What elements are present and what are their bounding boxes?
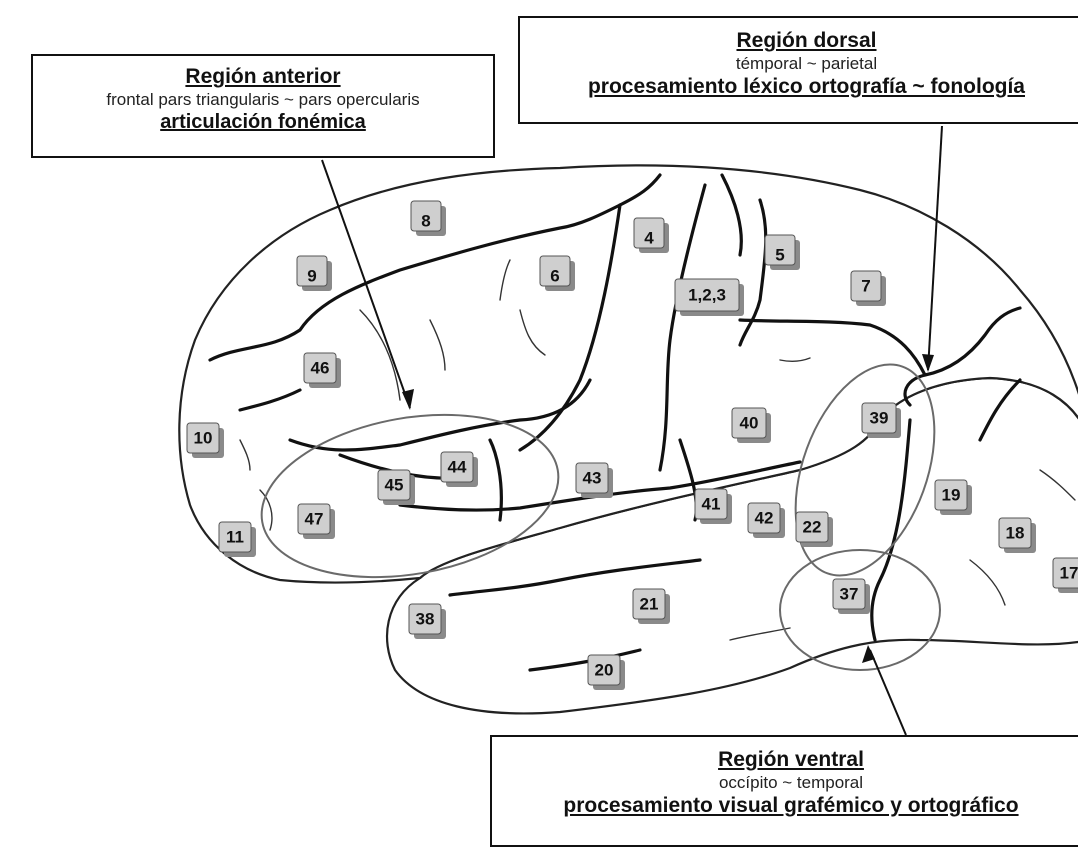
area-label-text: 42: [755, 508, 774, 527]
area-label-text: 37: [840, 584, 859, 603]
area-label: 45: [378, 470, 415, 505]
area-label-text: 43: [583, 468, 602, 487]
area-label-text: 45: [385, 475, 404, 494]
area-label-text: 10: [194, 428, 213, 447]
area-label: 18: [999, 518, 1036, 553]
area-label: 1,2,3: [675, 279, 744, 316]
area-label: 41: [695, 489, 732, 524]
area-label: 6: [540, 256, 575, 291]
area-label: 20: [588, 655, 625, 690]
area-label-text: 18: [1006, 523, 1025, 542]
area-label-text: 1,2,3: [688, 285, 726, 304]
area-label-text: 47: [305, 509, 324, 528]
area-label: 38: [409, 604, 446, 639]
area-label-text: 39: [870, 408, 889, 427]
area-label-text: 20: [595, 660, 614, 679]
area-label: 46: [304, 353, 341, 388]
ventral-region-location: occípito ~ temporal: [492, 772, 1078, 793]
ventral-region-callout: Región ventral occípito ~ temporal proce…: [490, 735, 1078, 847]
area-label: 47: [298, 504, 335, 539]
area-label-text: 22: [803, 517, 822, 536]
area-label-text: 7: [861, 276, 870, 295]
area-label-text: 17: [1060, 563, 1078, 582]
area-label: 19: [935, 480, 972, 515]
area-label: 22: [796, 512, 833, 547]
area-label: 7: [851, 271, 886, 306]
area-label-text: 41: [702, 494, 721, 513]
area-label: 8: [411, 201, 446, 236]
area-label: 9: [297, 256, 332, 291]
dorsal-region-callout: Región dorsal témporal ~ parietal proces…: [518, 16, 1078, 124]
area-label: 4: [634, 218, 669, 253]
area-label-text: 5: [775, 245, 784, 264]
area-label-text: 40: [740, 413, 759, 432]
area-label-text: 38: [416, 609, 435, 628]
dorsal-region-location: témporal ~ parietal: [520, 53, 1078, 74]
ventral-region-function: procesamiento visual grafémico y ortográ…: [492, 793, 1078, 818]
area-label: 10: [187, 423, 224, 458]
anterior-region-location: frontal pars triangularis ~ pars opercul…: [33, 89, 493, 110]
area-label-text: 19: [942, 485, 961, 504]
area-label-text: 46: [311, 358, 330, 377]
area-label-text: 9: [307, 266, 316, 285]
area-label: 39: [862, 403, 901, 438]
area-label: 43: [576, 463, 613, 498]
area-label-text: 8: [421, 211, 430, 230]
area-label-text: 4: [644, 228, 654, 247]
area-label: 21: [633, 589, 670, 624]
area-label: 37: [833, 579, 870, 614]
area-label: 44: [441, 452, 478, 487]
area-label-text: 44: [448, 457, 467, 476]
area-label: 11: [219, 522, 256, 557]
area-label: 17: [1053, 558, 1078, 593]
dorsal-region-function: procesamiento léxico ortografía ~ fonolo…: [520, 74, 1078, 99]
area-label-text: 21: [640, 594, 659, 613]
area-label: 42: [748, 503, 785, 538]
area-label: 5: [765, 235, 800, 270]
area-label-text: 11: [226, 527, 244, 546]
area-label-text: 6: [550, 266, 559, 285]
anterior-region-callout: Región anterior frontal pars triangulari…: [31, 54, 495, 158]
anterior-region-title: Región anterior: [33, 64, 493, 89]
ventral-arrowhead: [862, 645, 875, 663]
anterior-region-function: articulación fonémica: [33, 110, 493, 135]
dorsal-region-title: Región dorsal: [520, 28, 1078, 53]
area-label: 40: [732, 408, 771, 443]
ventral-region-title: Región ventral: [492, 747, 1078, 772]
